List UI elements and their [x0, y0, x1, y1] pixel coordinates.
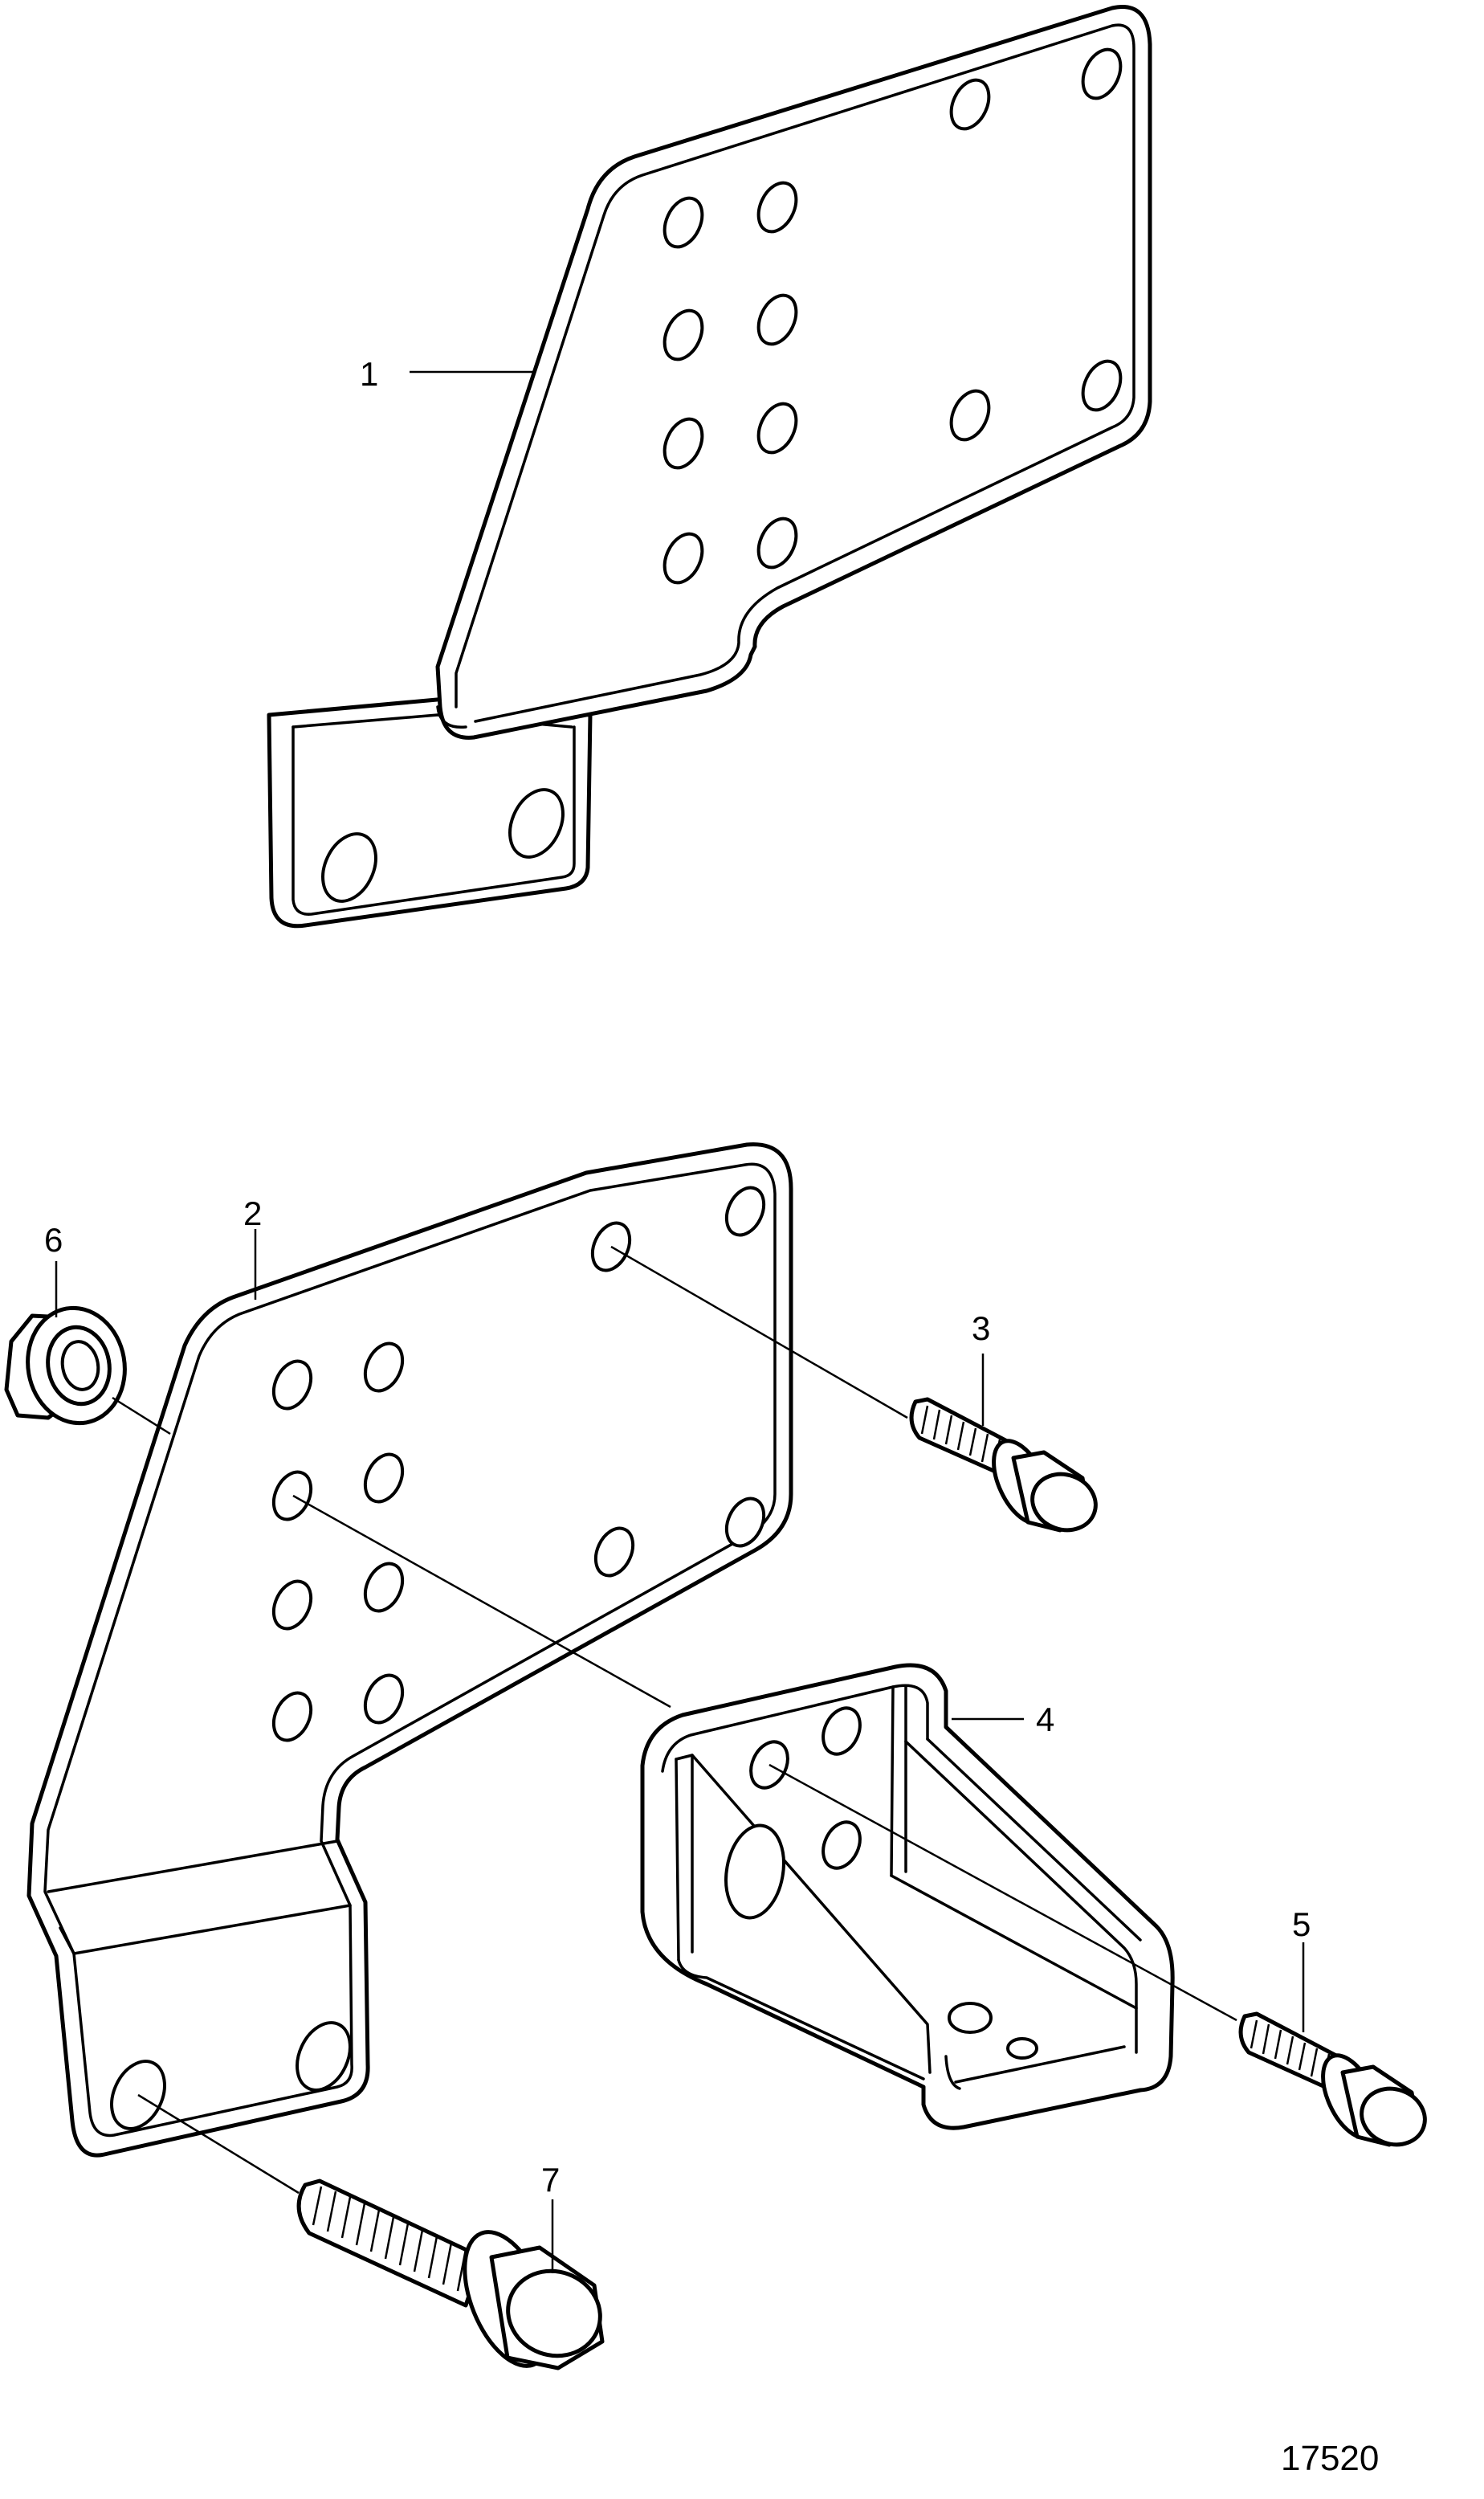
callout-2: 2 [243, 1194, 262, 1232]
bracket-part-1 [267, 5, 1152, 929]
callout-labels: 1 2 3 4 5 6 7 [44, 355, 1311, 2199]
bracket-part-2 [26, 1142, 793, 2158]
flange-nut-part-6 [4, 1305, 127, 1426]
callout-7: 7 [541, 2161, 560, 2199]
assembly-lines [112, 1245, 1237, 2195]
figure-number: 17520 [1281, 2439, 1379, 2478]
callout-4: 4 [1036, 1701, 1054, 1738]
angle-bracket-part-4 [640, 1663, 1175, 2130]
leader-lines [55, 370, 1305, 2273]
screw-part-5 [1238, 2011, 1427, 2147]
callout-5: 5 [1292, 1905, 1311, 1943]
callout-3: 3 [972, 1309, 990, 1347]
callout-1: 1 [360, 355, 378, 393]
screw-part-7 [296, 2178, 605, 2370]
callout-6: 6 [44, 1221, 63, 1259]
screw-part-3 [909, 1397, 1098, 1533]
